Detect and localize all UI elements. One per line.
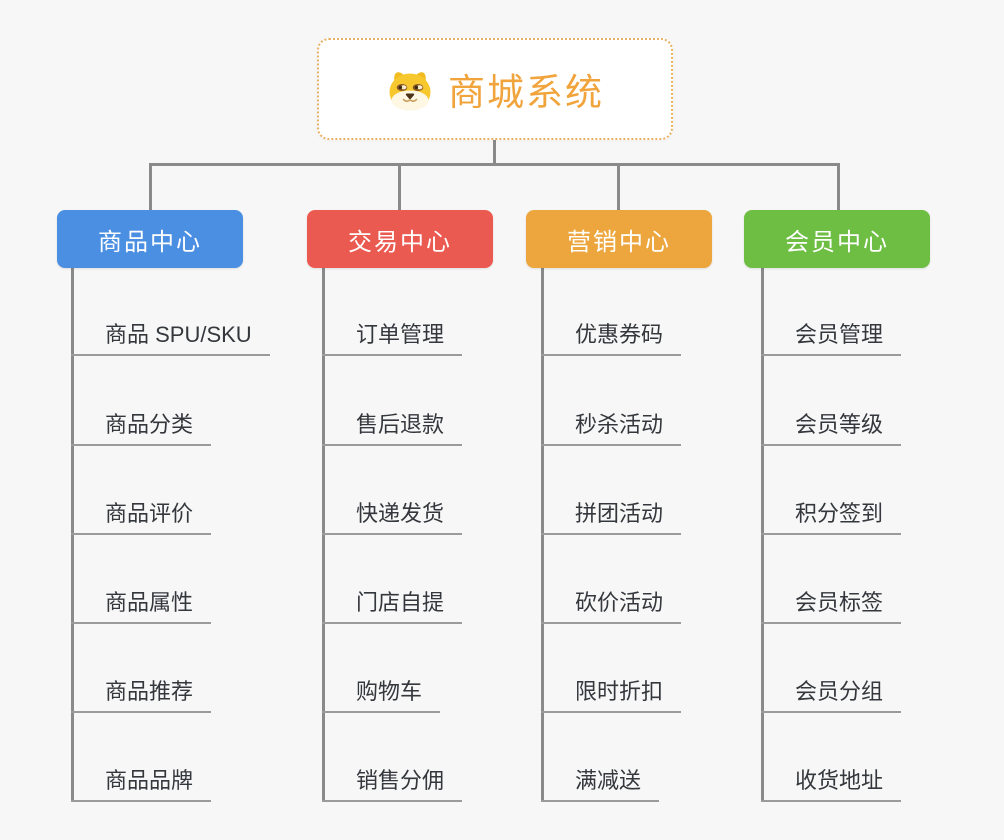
leaf-item[interactable]: 会员管理 xyxy=(761,322,902,356)
leaf-item[interactable]: 秒杀活动 xyxy=(541,412,682,446)
connector-drop-branch-4 xyxy=(837,163,840,211)
leaf-item[interactable]: 拼团活动 xyxy=(541,501,682,535)
branch-rail-4 xyxy=(761,268,764,802)
leaf-item[interactable]: 优惠券码 xyxy=(541,322,682,356)
connector-drop-branch-2 xyxy=(398,163,401,211)
root-node[interactable]: 商城系统 xyxy=(317,38,673,140)
branch-member-center[interactable]: 会员中心 xyxy=(744,210,930,268)
leaf-item[interactable]: 积分签到 xyxy=(761,501,902,535)
branch-marketing-center[interactable]: 营销中心 xyxy=(526,210,712,268)
shiba-dog-icon xyxy=(386,67,434,111)
leaf-item[interactable]: 限时折扣 xyxy=(541,679,682,713)
branch-trade-center[interactable]: 交易中心 xyxy=(307,210,493,268)
branch-product-center[interactable]: 商品中心 xyxy=(57,210,243,268)
leaf-item[interactable]: 商品分类 xyxy=(71,412,212,446)
leaf-item[interactable]: 门店自提 xyxy=(322,590,463,624)
leaf-item[interactable]: 快递发货 xyxy=(322,501,463,535)
leaf-item[interactable]: 售后退款 xyxy=(322,412,463,446)
branch-rail-2 xyxy=(322,268,325,802)
leaf-item[interactable]: 会员等级 xyxy=(761,412,902,446)
leaf-item[interactable]: 砍价活动 xyxy=(541,590,682,624)
leaf-item[interactable]: 购物车 xyxy=(322,679,441,713)
leaf-item[interactable]: 商品品牌 xyxy=(71,768,212,802)
connector-horizontal-rail xyxy=(149,163,840,166)
leaf-item[interactable]: 会员标签 xyxy=(761,590,902,624)
leaf-item[interactable]: 会员分组 xyxy=(761,679,902,713)
connector-root-stem xyxy=(493,140,496,164)
leaf-item[interactable]: 商品推荐 xyxy=(71,679,212,713)
leaf-item[interactable]: 销售分佣 xyxy=(322,768,463,802)
branch-rail-1 xyxy=(71,268,74,802)
leaf-item[interactable]: 商品评价 xyxy=(71,501,212,535)
connector-drop-branch-1 xyxy=(149,163,152,211)
leaf-item[interactable]: 商品 SPU/SKU xyxy=(71,322,270,356)
leaf-item[interactable]: 满减送 xyxy=(541,768,660,802)
connector-drop-branch-3 xyxy=(617,163,620,211)
leaf-item[interactable]: 商品属性 xyxy=(71,590,212,624)
root-title: 商城系统 xyxy=(448,72,604,113)
leaf-item[interactable]: 收货地址 xyxy=(761,768,902,802)
leaf-item[interactable]: 订单管理 xyxy=(322,322,463,356)
branch-rail-3 xyxy=(541,268,544,802)
